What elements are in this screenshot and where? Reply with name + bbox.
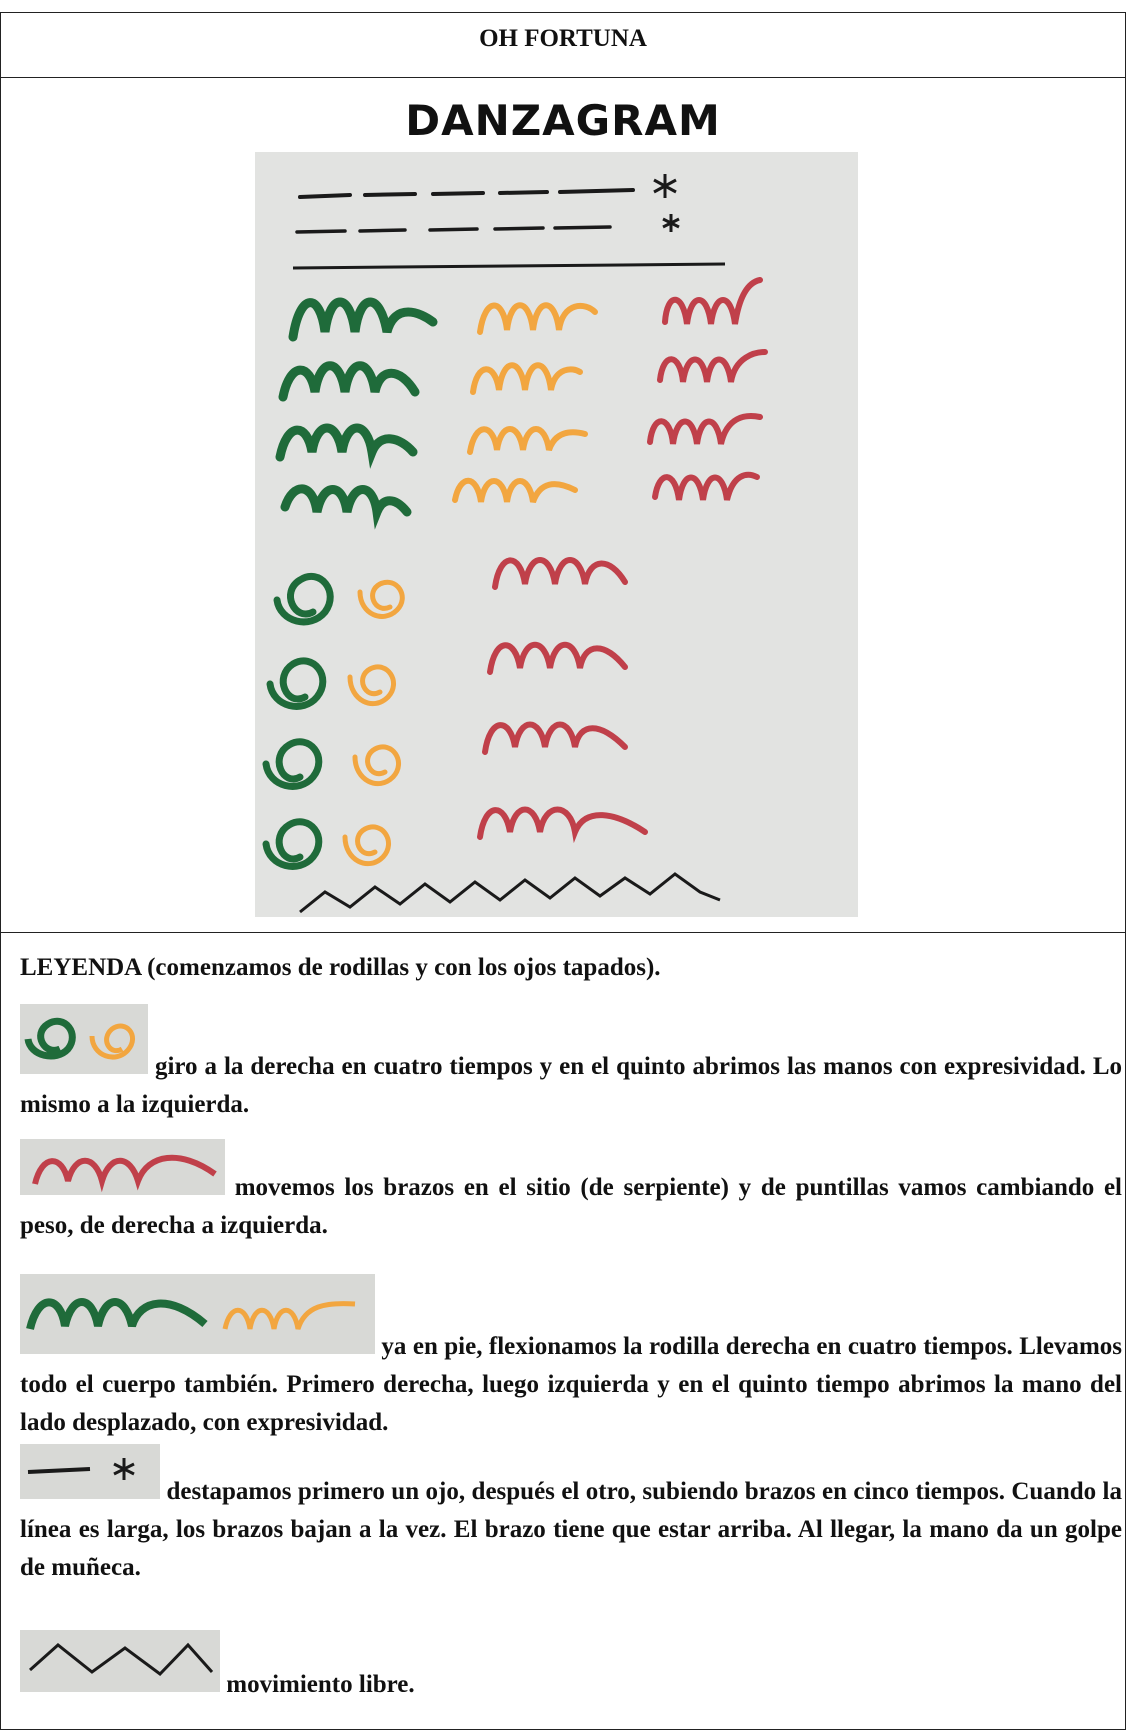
- star-icon-2: [662, 214, 680, 232]
- green-orange-wave-icon: [20, 1274, 375, 1354]
- zigzag-line: [299, 872, 721, 914]
- danzagram-drawing: [255, 152, 858, 917]
- zigzag-icon: [20, 1630, 220, 1692]
- spiral-icon: [20, 1004, 148, 1074]
- legend-entry-spiral: giro a la derecha en cuatro tiempos y en…: [20, 1004, 1122, 1124]
- dash-row-1: [298, 188, 635, 199]
- red-wave-icon: [20, 1139, 225, 1195]
- star-icon-1: [653, 174, 677, 198]
- wave-rows: [275, 277, 768, 844]
- danzagram-heading: DANZAGRAM: [405, 96, 721, 145]
- legend-entry-green-orange-wave: ya en pie, flexionamos la rodilla derech…: [20, 1274, 1122, 1442]
- legend-text-red-wave: movemos los brazos en el sitio (de serpi…: [20, 1174, 1123, 1239]
- legend-entry-zigzag: movimiento libre.: [20, 1630, 1122, 1704]
- legend-entry-red-wave: movemos los brazos en el sitio (de serpi…: [20, 1139, 1122, 1245]
- legend-text-green-orange-wave: ya en pie, flexionamos la rodilla derech…: [20, 1333, 1122, 1436]
- dash-row-2: [295, 225, 612, 234]
- legend-title: LEYENDA (comenzamos de rodillas y con lo…: [20, 954, 661, 981]
- dash-star-icon: [20, 1444, 160, 1499]
- legend-text-zigzag: movimiento libre.: [226, 1671, 415, 1698]
- spiral-icons: [262, 573, 405, 870]
- long-line: [292, 262, 726, 270]
- legend-text-spiral: giro a la derecha en cuatro tiempos y en…: [20, 1053, 1122, 1118]
- legend-entry-dash-star: destapamos primero un ojo, después el ot…: [20, 1444, 1122, 1587]
- danzagram-sketch: [262, 174, 768, 914]
- danzagram-cell: [0, 78, 1126, 933]
- page-title: OH FORTUNA: [0, 12, 1126, 78]
- document-table: [0, 12, 1126, 1730]
- legend-text-dash-star: destapamos primero un ojo, después el ot…: [20, 1478, 1123, 1581]
